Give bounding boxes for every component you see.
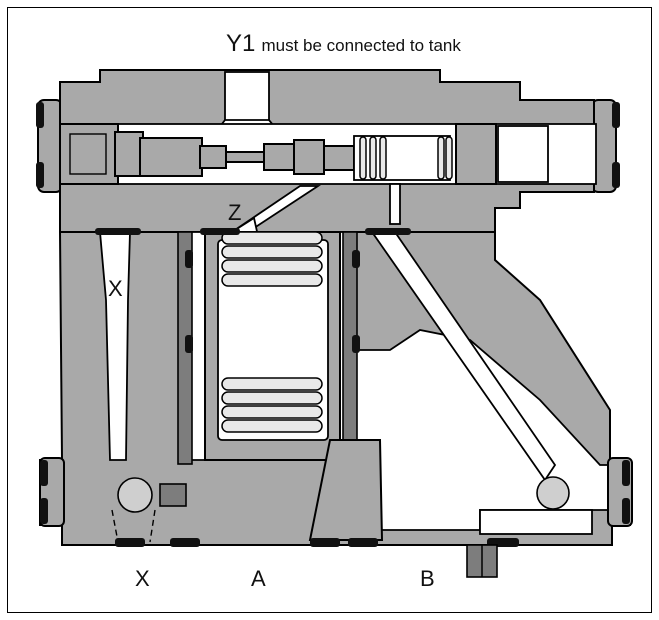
left-spool-a xyxy=(114,131,144,177)
y1-opening xyxy=(224,71,270,123)
spool-skirt xyxy=(308,439,384,541)
main-body xyxy=(39,231,631,546)
pilot-block xyxy=(37,69,617,238)
pilot-needle xyxy=(225,151,265,163)
y-passage xyxy=(389,183,401,225)
left-plug xyxy=(59,123,119,185)
seals xyxy=(36,102,630,547)
tank-note-text: must be connected to tank xyxy=(261,36,461,55)
y1-port-label: Y1 xyxy=(226,30,256,57)
pilot-poppet xyxy=(263,143,297,171)
x-channel-label: X xyxy=(108,276,123,301)
main-spring-bottom xyxy=(221,377,323,433)
pilot-spring xyxy=(359,136,453,180)
check-ball-b xyxy=(536,476,570,510)
port-a-label: A xyxy=(251,566,266,591)
left-spool-c xyxy=(199,145,227,169)
poppet-seat xyxy=(293,139,325,175)
check-ball-x xyxy=(117,477,153,513)
main-spring-top xyxy=(221,231,323,287)
b-gallery xyxy=(479,509,593,535)
adjust-plug xyxy=(455,123,497,185)
port-b-label: B xyxy=(420,566,435,591)
left-spool-b xyxy=(139,137,203,177)
x-orifice-plug xyxy=(159,483,187,507)
spring-chamber xyxy=(353,135,451,181)
tank-note: Y1 must be connected to tank xyxy=(226,30,461,58)
figure-frame xyxy=(7,7,652,613)
spring-guide xyxy=(323,145,355,171)
right-cap-cavity xyxy=(497,125,549,183)
z-label: Z xyxy=(228,200,242,225)
port-x-label: X xyxy=(135,566,150,591)
